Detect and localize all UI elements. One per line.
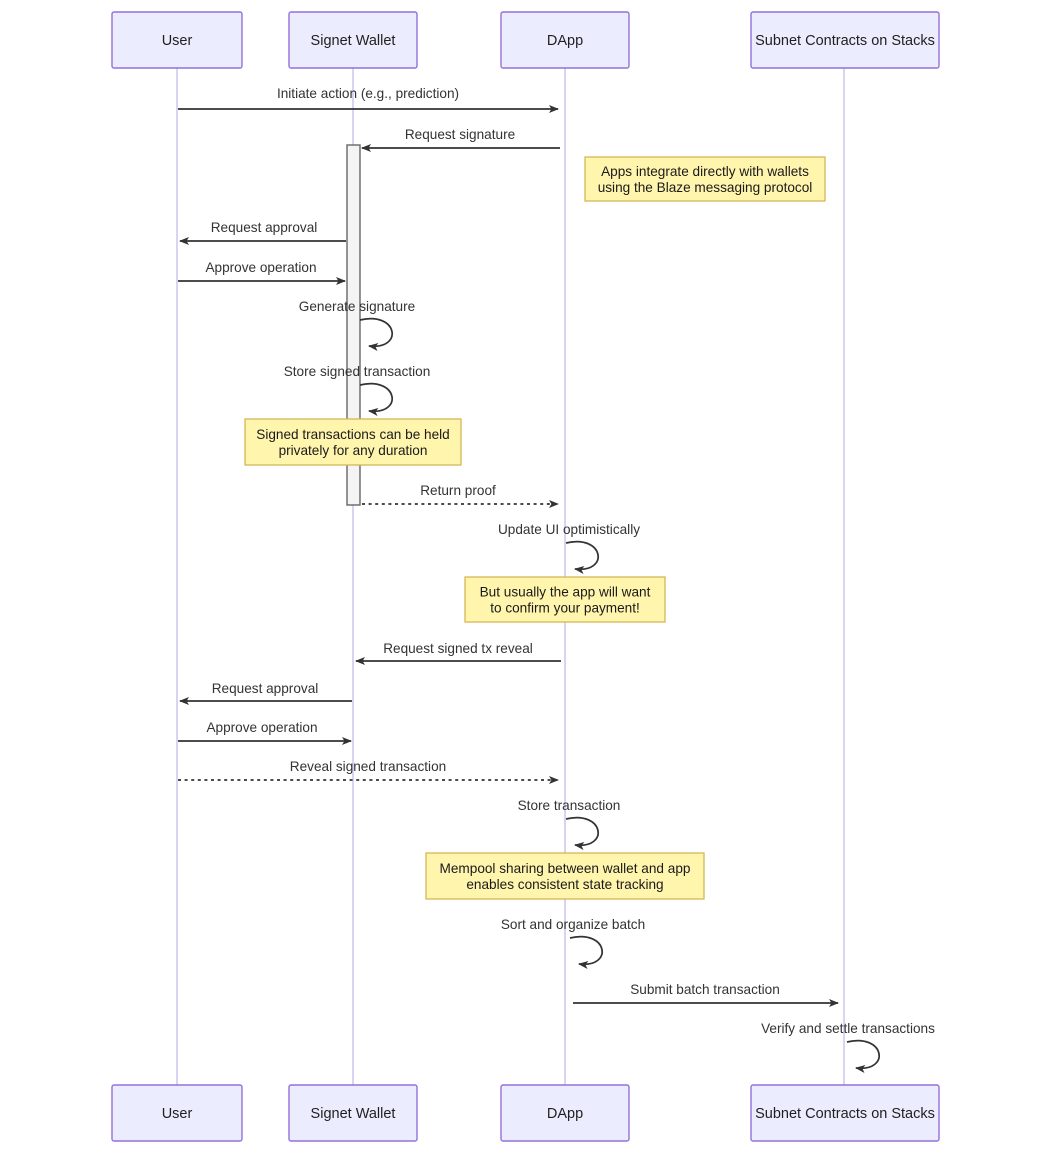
message-m9: Request signed tx reveal: [355, 641, 561, 665]
note-text-line: Signed transactions can be held: [256, 427, 449, 442]
participant-label: Signet Wallet: [311, 1106, 396, 1122]
message-label: Submit batch transaction: [630, 982, 780, 997]
note-text-line: But usually the app will want: [480, 585, 651, 600]
activation-bar-wallet: [346, 144, 361, 506]
message-m4: Approve operation: [178, 260, 346, 285]
message-label: Verify and settle transactions: [761, 1021, 935, 1036]
note-text-line: to confirm your payment!: [490, 601, 640, 616]
participant-box: [500, 11, 630, 69]
message-label: Return proof: [420, 483, 496, 498]
note-box: [244, 418, 462, 466]
message-m15: Submit batch transaction: [573, 982, 839, 1007]
message-label: Approve operation: [206, 720, 317, 735]
participant-dapp-bottom[interactable]: DApp: [500, 1084, 630, 1142]
message-m2: Request signature: [361, 127, 560, 152]
participant-label: Signet Wallet: [311, 33, 396, 49]
message-label: Initiate action (e.g., prediction): [277, 86, 459, 101]
message-m3: Request approval: [179, 220, 346, 245]
message-m6: Store signed transaction: [284, 364, 431, 416]
note-n2: Signed transactions can be heldprivately…: [244, 418, 462, 466]
participant-label: Subnet Contracts on Stacks: [755, 1106, 935, 1122]
participant-subnet-bottom[interactable]: Subnet Contracts on Stacks: [750, 1084, 940, 1142]
message-m5: Generate signature: [299, 299, 415, 351]
self-message-loop: [846, 1039, 880, 1073]
note-text-line: Apps integrate directly with wallets: [601, 164, 809, 179]
message-label: Request signed tx reveal: [383, 641, 533, 656]
participant-user-bottom[interactable]: User: [111, 1084, 243, 1142]
message-m16: Verify and settle transactions: [761, 1021, 935, 1073]
participant-label: DApp: [547, 33, 583, 49]
message-label: Store transaction: [518, 798, 621, 813]
participant-box: [111, 1084, 243, 1142]
message-m1: Initiate action (e.g., prediction): [178, 86, 559, 113]
participant-dapp-top[interactable]: DApp: [500, 11, 630, 69]
message-m12: Reveal signed transaction: [178, 759, 559, 784]
messages-layer: Initiate action (e.g., prediction) Reques…: [178, 86, 935, 1073]
message-label: Generate signature: [299, 299, 415, 314]
message-label: Approve operation: [205, 260, 316, 275]
self-message-loop: [359, 382, 393, 416]
participant-label: User: [162, 33, 193, 49]
message-label: Request approval: [211, 220, 318, 235]
note-box: [425, 852, 705, 900]
note-n1: Apps integrate directly with walletsusin…: [584, 156, 826, 202]
message-label: Sort and organize batch: [501, 917, 645, 932]
message-label: Request signature: [405, 127, 515, 142]
participant-label: DApp: [547, 1106, 583, 1122]
message-label: Store signed transaction: [284, 364, 431, 379]
message-m13: Store transaction: [518, 798, 621, 850]
participant-box: [288, 1084, 418, 1142]
self-message-loop: [569, 935, 603, 969]
note-text-line: privately for any duration: [279, 443, 428, 458]
self-message-loop: [565, 540, 599, 574]
participant-box: [750, 1084, 940, 1142]
message-label: Update UI optimistically: [498, 522, 640, 537]
note-text-line: using the Blaze messaging protocol: [598, 180, 813, 195]
participant-wallet-bottom[interactable]: Signet Wallet: [288, 1084, 418, 1142]
participant-box: [500, 1084, 630, 1142]
note-text-line: enables consistent state tracking: [466, 877, 663, 892]
message-m8: Update UI optimistically: [498, 522, 640, 574]
participant-label: Subnet Contracts on Stacks: [755, 33, 935, 49]
message-m7: Return proof: [362, 483, 559, 508]
notes-layer: Apps integrate directly with walletsusin…: [244, 156, 826, 900]
participant-label: User: [162, 1106, 193, 1122]
participant-wallet-top[interactable]: Signet Wallet: [288, 11, 418, 69]
message-label: Reveal signed transaction: [290, 759, 446, 774]
note-text-line: Mempool sharing between wallet and app: [440, 861, 691, 876]
participant-user-top[interactable]: User: [111, 11, 243, 69]
note-n4: Mempool sharing between wallet and appen…: [425, 852, 705, 900]
message-m10: Request approval: [179, 681, 352, 705]
message-label: Request approval: [212, 681, 319, 696]
participant-box: [111, 11, 243, 69]
participant-box: [750, 11, 940, 69]
participant-subnet-top[interactable]: Subnet Contracts on Stacks: [750, 11, 940, 69]
message-m14: Sort and organize batch: [501, 917, 645, 969]
message-m11: Approve operation: [178, 720, 352, 745]
note-box: [584, 156, 826, 202]
self-message-loop: [359, 317, 393, 351]
note-box: [464, 576, 666, 623]
self-message-loop: [565, 816, 599, 850]
activations-layer: [346, 144, 361, 506]
participant-box: [288, 11, 418, 69]
